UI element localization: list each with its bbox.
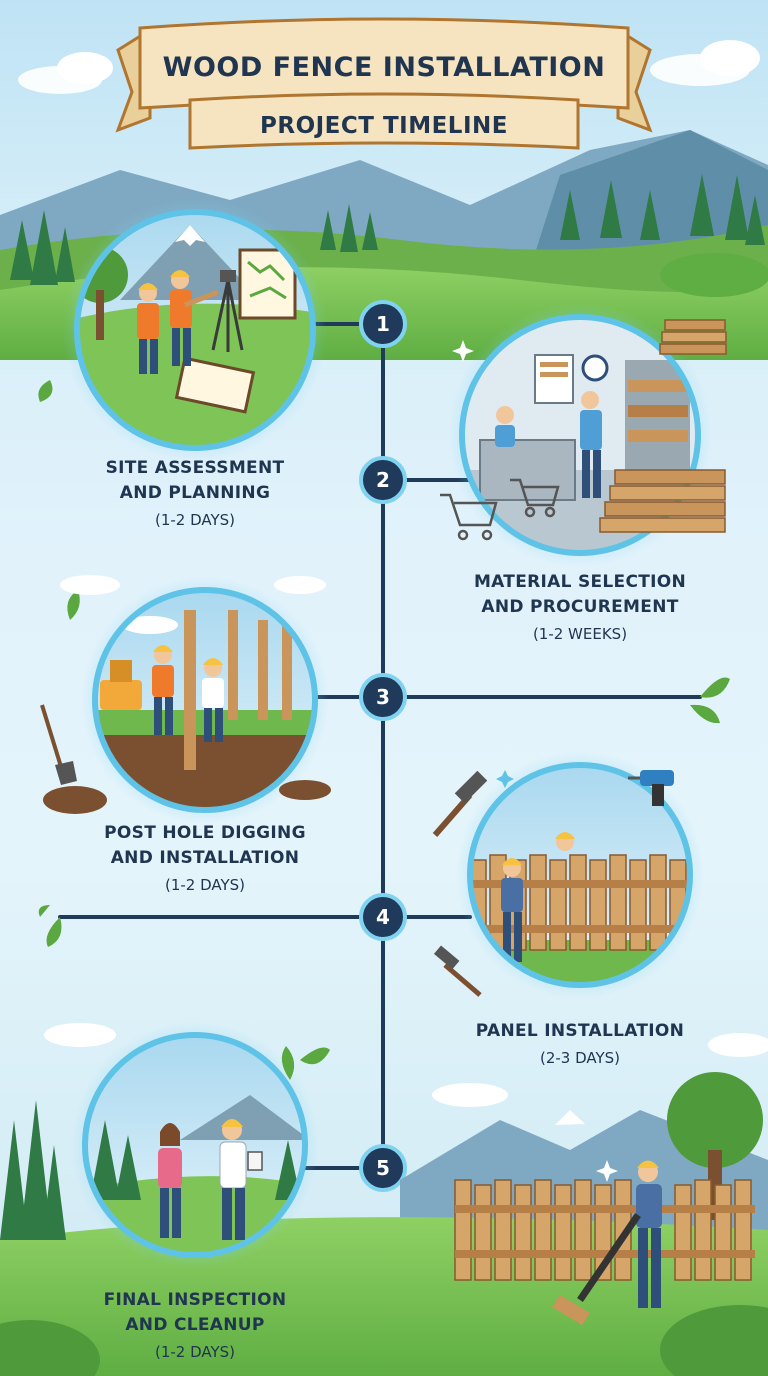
step-2-title-line-2: AND PROCUREMENT <box>481 597 679 617</box>
step-3-title-line-2: AND INSTALLATION <box>110 848 300 868</box>
step-2-title-line-1: MATERIAL SELECTION <box>473 572 687 592</box>
step-4-title-line-1: PANEL INSTALLATION <box>475 1021 685 1041</box>
step-2-label: MATERIAL SELECTION AND PROCUREMENT (1-2 … <box>440 570 720 646</box>
site-assessment-illustration <box>63 198 327 462</box>
foreground-bushes <box>0 1305 768 1376</box>
title-line-2: PROJECT TIMELINE <box>260 113 508 139</box>
svg-text:1: 1 <box>376 312 390 336</box>
panel-installation-illustration <box>432 751 704 999</box>
badge-1: 1 <box>359 300 407 348</box>
svg-text:2: 2 <box>376 468 390 492</box>
badge-5: 5 <box>359 1144 407 1192</box>
step-4-duration: (2-3 DAYS) <box>539 1049 621 1067</box>
badge-4: 4 <box>359 893 407 941</box>
shovel-icon <box>40 704 331 814</box>
svg-text:3: 3 <box>376 685 390 709</box>
drill-icon <box>628 770 674 806</box>
cart-icon <box>440 478 560 541</box>
step-3-duration: (1-2 DAYS) <box>164 876 246 894</box>
step-1-label: SITE ASSESSMENT AND PLANNING (1-2 DAYS) <box>70 456 320 532</box>
badge-3: 3 <box>359 673 407 721</box>
step-1-title-line-1: SITE ASSESSMENT <box>105 458 285 478</box>
svg-text:4: 4 <box>376 905 390 929</box>
step-3-label: POST HOLE DIGGING AND INSTALLATION (1-2 … <box>80 821 330 897</box>
step-5-duration: (1-2 DAYS) <box>154 1343 236 1361</box>
step-3-title-line-1: POST HOLE DIGGING <box>104 823 306 843</box>
post-digging-illustration <box>40 575 331 824</box>
material-selection-illustration <box>440 303 727 567</box>
title-line-1: WOOD FENCE INSTALLATION <box>162 52 606 83</box>
leaf-icon <box>38 380 730 947</box>
badge-2: 2 <box>359 456 407 504</box>
title-banner <box>115 17 653 150</box>
step-1-title-line-2: AND PLANNING <box>119 483 271 503</box>
svg-text:5: 5 <box>376 1156 390 1180</box>
step-5-label: FINAL INSPECTION AND CLEANUP (1-2 DAYS) <box>70 1288 320 1364</box>
final-inspection-illustration <box>71 1021 330 1269</box>
step-1-duration: (1-2 DAYS) <box>154 511 236 529</box>
step-4-label: PANEL INSTALLATION (2-3 DAYS) <box>440 1019 720 1070</box>
step-5-title-line-1: FINAL INSPECTION <box>103 1290 287 1310</box>
sparkle-icon <box>452 340 618 1182</box>
hammer-icon <box>432 770 488 997</box>
step-2-duration: (1-2 WEEKS) <box>532 625 628 643</box>
step-5-title-line-2: AND CLEANUP <box>125 1315 265 1335</box>
